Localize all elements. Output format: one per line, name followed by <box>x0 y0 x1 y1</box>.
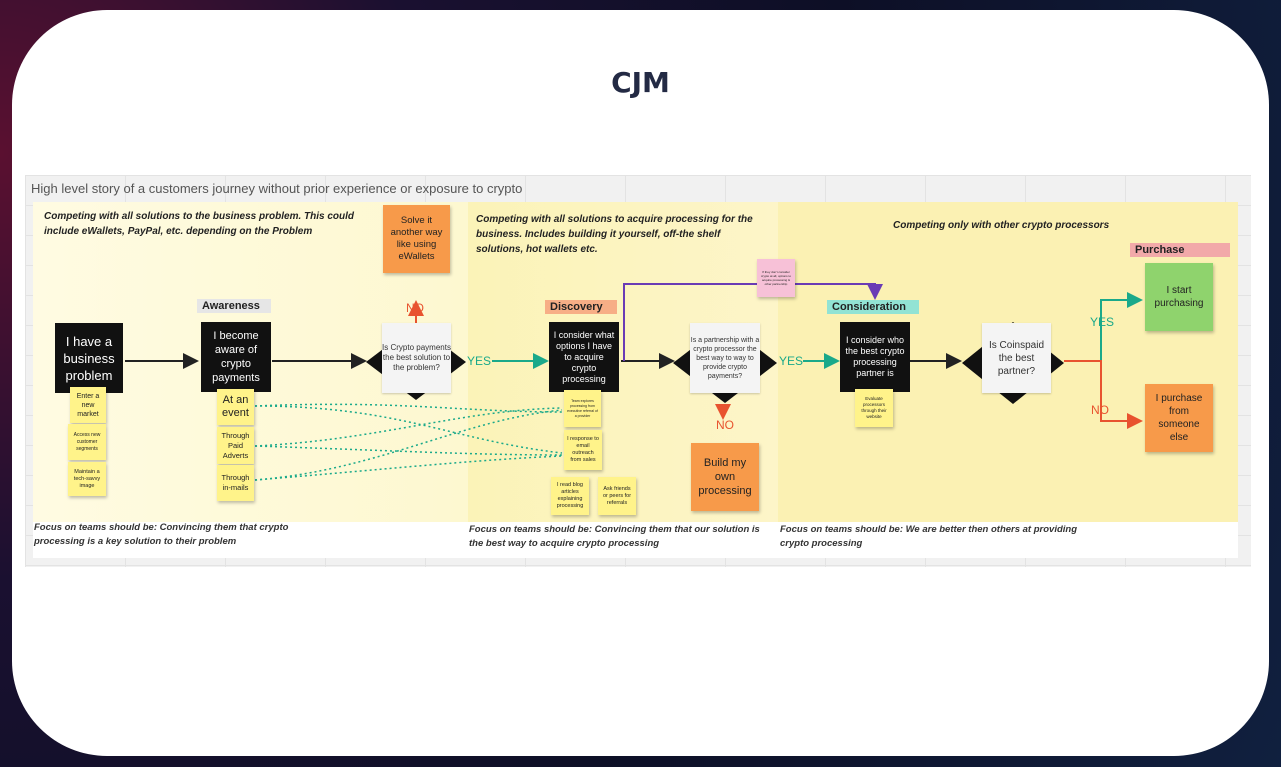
dotted-links <box>254 403 563 481</box>
node-business-problem: I have a business problem <box>55 323 123 393</box>
label-no-1: NO <box>406 301 424 315</box>
node-discovery: I consider what options I have to acquir… <box>549 322 619 392</box>
zone3-footer: Focus on teams should be: We are better … <box>780 524 1078 549</box>
sticky-purchase-else: I purchase from someone else <box>1145 384 1213 452</box>
zone2-footer: Focus on teams should be: Convincing the… <box>469 524 760 549</box>
zone3-header: Competing only with other crypto process… <box>893 220 1110 231</box>
sticky-solve-other: Solve it another way like using eWallets <box>383 205 450 273</box>
sticky-build-own: Build my own processing <box>691 443 759 511</box>
node-aware: I become aware of crypto payments <box>201 322 271 392</box>
note-team-explores: Team explores processing from executive … <box>564 390 601 427</box>
note-email-outreach: I response to email outreach from sales <box>564 430 602 470</box>
arrow-skip-to-consideration <box>623 283 883 361</box>
sticky-start-purchasing: I start purchasing <box>1145 263 1213 331</box>
label-yes-1: YES <box>467 354 492 368</box>
note-in-mails: Through in-mails <box>217 465 254 501</box>
arrow-yes-purchase <box>1064 292 1143 362</box>
arrow-no-other <box>1064 360 1143 429</box>
note-enter-market: Enter a new market <box>70 387 106 423</box>
stage-awareness: Awareness <box>197 299 271 313</box>
stage-discovery: Discovery <box>545 300 617 314</box>
note-blog-articles: I read blog articles explaining processi… <box>551 477 589 515</box>
label-no-3: NO <box>1091 403 1109 417</box>
board-title: High level story of a customers journey … <box>31 181 523 196</box>
node-consideration: I consider who the best crypto processin… <box>840 322 910 392</box>
question-partnership: Is a partnership with a crypto processor… <box>690 323 760 393</box>
question-coinspaid: Is Coinspaid the best partner? <box>982 323 1051 393</box>
page-title: CJM <box>611 66 670 99</box>
note-tech-image: Maintain a tech-savvy image <box>68 462 106 496</box>
note-paid-adverts: Through Paid Adverts <box>217 427 254 464</box>
note-at-event: At an event <box>217 389 254 425</box>
label-yes-3: YES <box>1090 315 1115 329</box>
zone1-footer: Focus on teams should be: Convincing the… <box>34 522 289 547</box>
note-ask-friends: Ask friends or peers for referrals <box>598 477 636 515</box>
note-evaluate: Evaluate processors through their websit… <box>855 389 893 427</box>
stage-consideration: Consideration <box>827 300 919 314</box>
question-crypto: Is Crypto payments the best solution to … <box>382 323 451 393</box>
footer-band <box>33 522 1238 558</box>
zone2-header: Competing with all solutions to acquire … <box>476 214 753 255</box>
note-access-segments: Access new customer segments <box>68 424 106 460</box>
label-yes-2: YES <box>779 354 804 368</box>
label-no-2: NO <box>716 418 734 432</box>
stage-purchase: Purchase <box>1130 243 1230 257</box>
sticky-pink-note: If they don't consider crypto at all, op… <box>757 259 795 297</box>
zone1-header: Competing with all solutions to the busi… <box>44 211 355 237</box>
